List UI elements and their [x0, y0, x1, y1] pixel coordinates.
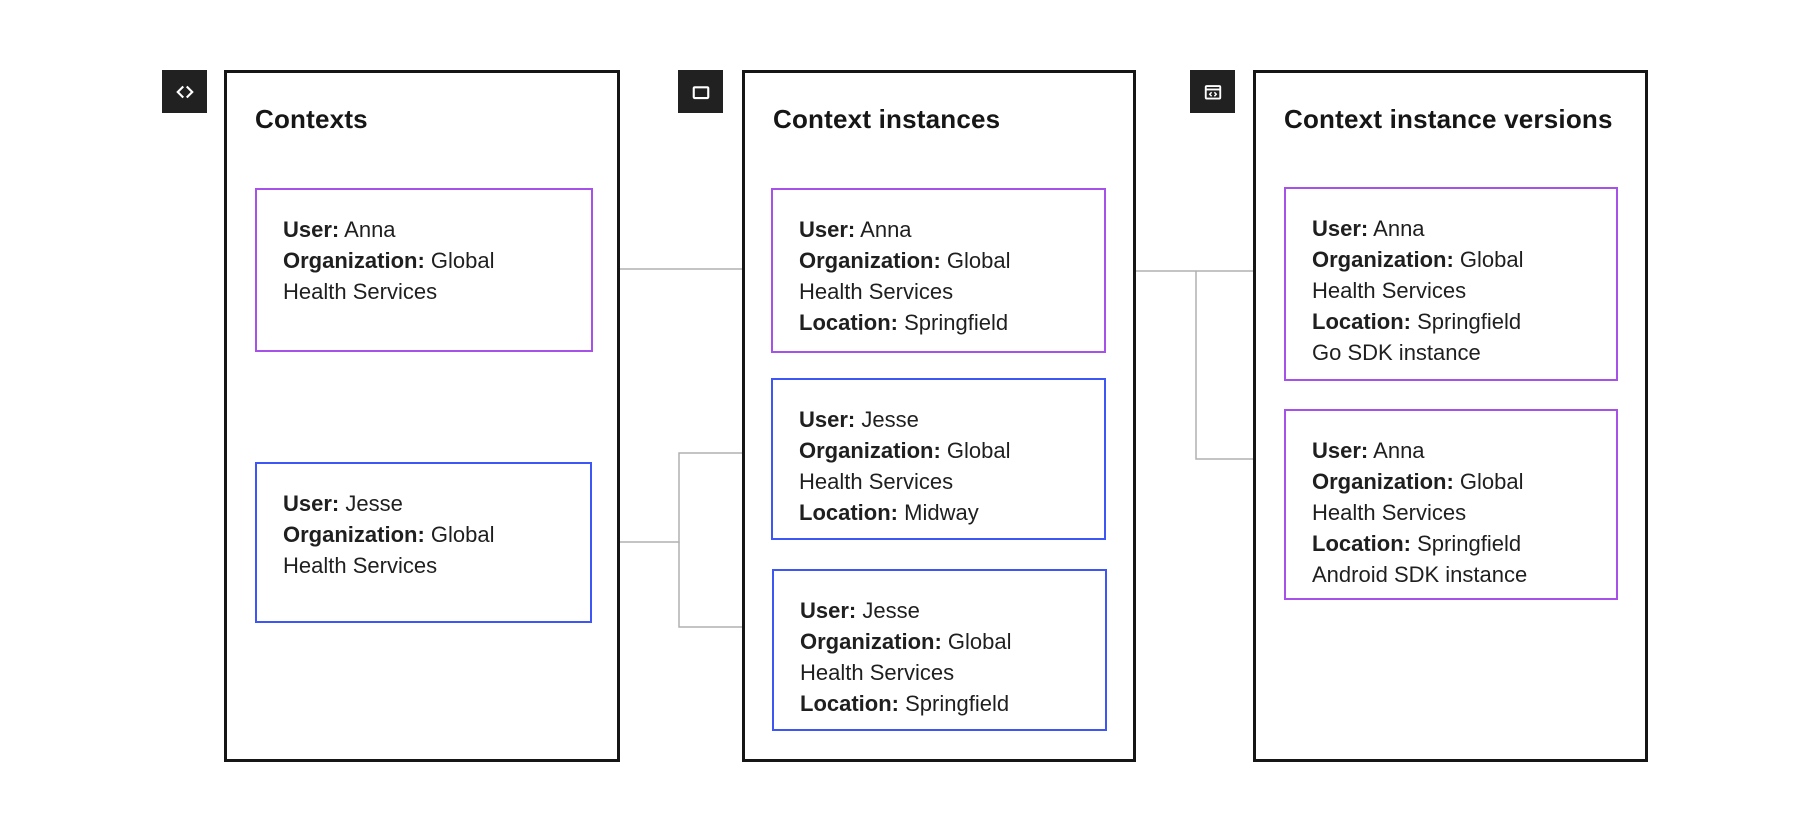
card-field: User: Anna [283, 217, 396, 242]
version-card-anna-go-sdk: User: Anna Organization: Global Health S… [1284, 187, 1618, 381]
panel-context-instance-versions: Context instance versions User: Anna Org… [1253, 70, 1648, 762]
card-field: Go SDK instance [1312, 340, 1481, 365]
context-card-jesse: User: Jesse Organization: Global Health … [255, 462, 592, 623]
context-card-anna: User: Anna Organization: Global Health S… [255, 188, 593, 352]
window-code-icon [1190, 70, 1235, 113]
card-field: User: Jesse [800, 598, 920, 623]
card-field: Location: Springfield [800, 691, 1010, 716]
arrow-jesse-context-to-springfield-instance [678, 542, 760, 633]
card-field: Organization: Global Health Services [1312, 247, 1524, 303]
panel-contexts: Contexts User: Anna Organization: Global… [224, 70, 620, 762]
card-field: Location: Springfield [799, 310, 1009, 335]
card-field: User: Anna [1312, 438, 1425, 463]
window-icon [678, 70, 723, 113]
card-field: Organization: Global Health Services [1312, 469, 1524, 525]
panel-title: Context instance versions [1284, 104, 1613, 134]
card-field: Organization: Global Health Services [283, 522, 495, 578]
instance-card-anna-springfield: User: Anna Organization: Global Health S… [771, 188, 1106, 353]
panel-context-instances: Context instances User: Anna Organizatio… [742, 70, 1136, 762]
arrow-jesse-context-to-midway-instance [602, 447, 760, 543]
card-field: User: Jesse [799, 407, 919, 432]
card-field: User: Anna [1312, 216, 1425, 241]
card-field: Organization: Global Health Services [283, 248, 495, 304]
card-field: Location: Springfield [1312, 531, 1522, 556]
card-field: Android SDK instance [1312, 562, 1528, 587]
card-field: Organization: Global Health Services [799, 438, 1011, 494]
card-field: User: Anna [799, 217, 912, 242]
panel-title: Contexts [255, 104, 368, 134]
instance-card-jesse-springfield: User: Jesse Organization: Global Health … [772, 569, 1107, 731]
card-field: Organization: Global Health Services [799, 248, 1011, 304]
card-field: Location: Midway [799, 500, 979, 525]
instance-card-jesse-midway: User: Jesse Organization: Global Health … [771, 378, 1106, 540]
card-field: Location: Springfield [1312, 309, 1522, 334]
card-field: Organization: Global Health Services [800, 629, 1012, 685]
code-icon [162, 70, 207, 113]
card-field: User: Jesse [283, 491, 403, 516]
panel-title: Context instances [773, 104, 1001, 134]
version-card-anna-android-sdk: User: Anna Organization: Global Health S… [1284, 409, 1618, 600]
